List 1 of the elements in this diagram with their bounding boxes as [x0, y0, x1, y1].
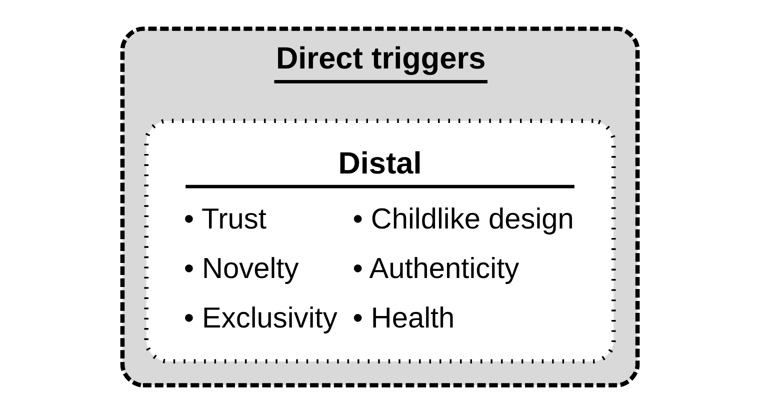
- node-box: Distal • Trust • Childlike design • Novelty • Authenticity • Exclusivity • Health: [144, 118, 616, 364]
